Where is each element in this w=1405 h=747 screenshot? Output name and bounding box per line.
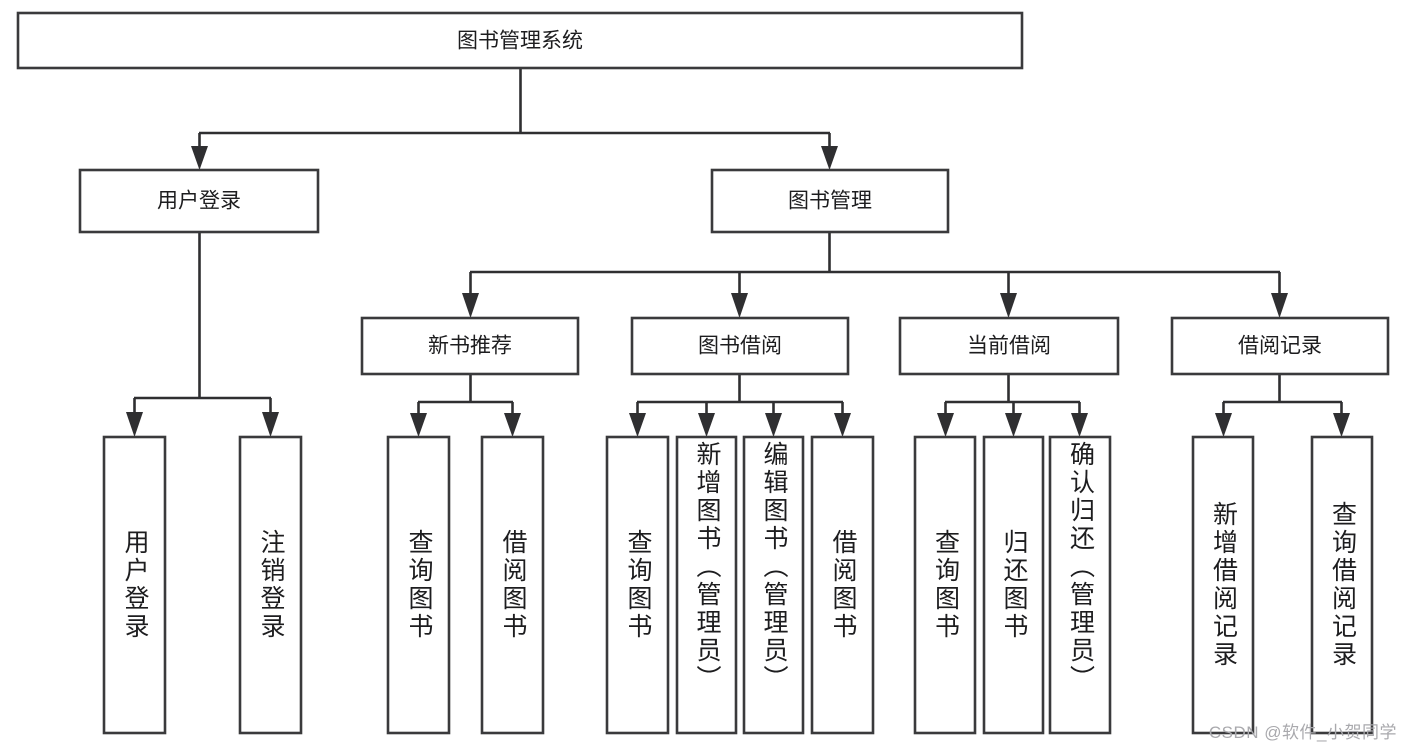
node-root-label: 图书管理系统: [457, 30, 583, 53]
arrow-head-current-borrow-leaf-1: [937, 413, 954, 437]
leaf-box-book-borrow-3[interactable]: [742, 435, 805, 735]
node-book-borrow-box[interactable]: [630, 316, 850, 376]
leaf-box-book-borrow-2[interactable]: [675, 435, 738, 735]
arrow-head-book-borrow-leaf-3: [765, 413, 782, 437]
node-root[interactable]: 图书管理系统: [16, 11, 1024, 70]
node-new-book-recommend-label: 新书推荐: [428, 335, 512, 358]
node-user-login-box[interactable]: [78, 168, 320, 234]
node-root-box[interactable]: [16, 11, 1024, 70]
connector-group-borrow-record: [1215, 374, 1350, 437]
connector-group-current-borrow: [937, 374, 1088, 437]
leaf-box-book-borrow-4[interactable]: [810, 435, 875, 735]
node-new-book-recommend-box[interactable]: [360, 316, 580, 376]
node-borrow-record-label: 借阅记录: [1238, 335, 1322, 358]
node-book-borrow-label: 图书借阅: [698, 335, 782, 358]
leaf-box-new-book-2[interactable]: [480, 435, 545, 735]
arrow-head-to-book-borrow: [731, 293, 748, 318]
leaf-box-borrow-record-2[interactable]: [1310, 435, 1374, 735]
leaf-box-borrow-record-1[interactable]: [1191, 435, 1255, 735]
arrow-head-book-borrow-leaf-1: [629, 413, 646, 437]
connector-group-new-book: [410, 374, 521, 437]
node-user-login[interactable]: 用户登录: [78, 168, 320, 234]
node-borrow-record-box[interactable]: [1170, 316, 1390, 376]
arrow-head-current-borrow-leaf-3: [1071, 413, 1088, 437]
watermark-text: CSDN @软件_小贺同学: [1208, 723, 1397, 742]
node-book-manage-box[interactable]: [710, 168, 950, 234]
arrow-head-borrow-record-leaf-1: [1215, 413, 1232, 437]
node-current-borrow[interactable]: 当前借阅: [898, 316, 1120, 376]
arrow-head-new-book-leaf-2: [504, 413, 521, 437]
arrow-head-to-book-manage: [821, 146, 838, 170]
connector-group-book-borrow: [629, 374, 851, 437]
arrow-head-to-current-borrow: [1000, 293, 1017, 318]
arrow-head-to-borrow-record: [1271, 293, 1288, 318]
arrow-head-current-borrow-leaf-2: [1005, 413, 1022, 437]
arrow-head-book-borrow-leaf-2: [698, 413, 715, 437]
node-current-borrow-box[interactable]: [898, 316, 1120, 376]
arrow-head-user-login-leaf-1: [126, 412, 143, 437]
arrow-head-to-user-login: [191, 146, 208, 170]
arrow-head-to-new-book: [462, 293, 479, 318]
node-borrow-record[interactable]: 借阅记录: [1170, 316, 1390, 376]
node-current-borrow-label: 当前借阅: [967, 335, 1051, 358]
node-new-book-recommend[interactable]: 新书推荐: [360, 316, 580, 376]
node-book-manage[interactable]: 图书管理: [710, 168, 950, 234]
arrow-head-new-book-leaf-1: [410, 413, 427, 437]
node-user-login-label: 用户登录: [157, 190, 241, 213]
arrow-head-borrow-record-leaf-2: [1333, 413, 1350, 437]
connector-group-root: [191, 68, 838, 170]
arrow-head-book-borrow-leaf-4: [834, 413, 851, 437]
leaf-box-user-login-2[interactable]: [238, 435, 303, 735]
leaf-box-current-borrow-3[interactable]: [1048, 435, 1112, 735]
arrow-head-user-login-leaf-2: [262, 412, 279, 437]
node-book-borrow[interactable]: 图书借阅: [630, 316, 850, 376]
connector-group-book-manage: [462, 232, 1288, 318]
leaf-box-current-borrow-2[interactable]: [982, 435, 1045, 735]
leaf-box-new-book-1[interactable]: [386, 435, 451, 735]
leaf-box-book-borrow-1[interactable]: [605, 435, 670, 735]
connector-group-user-login: [126, 232, 279, 437]
leaf-box-current-borrow-1[interactable]: [913, 435, 977, 735]
node-book-manage-label: 图书管理: [788, 190, 872, 213]
leaf-box-user-login-1[interactable]: [102, 435, 167, 735]
